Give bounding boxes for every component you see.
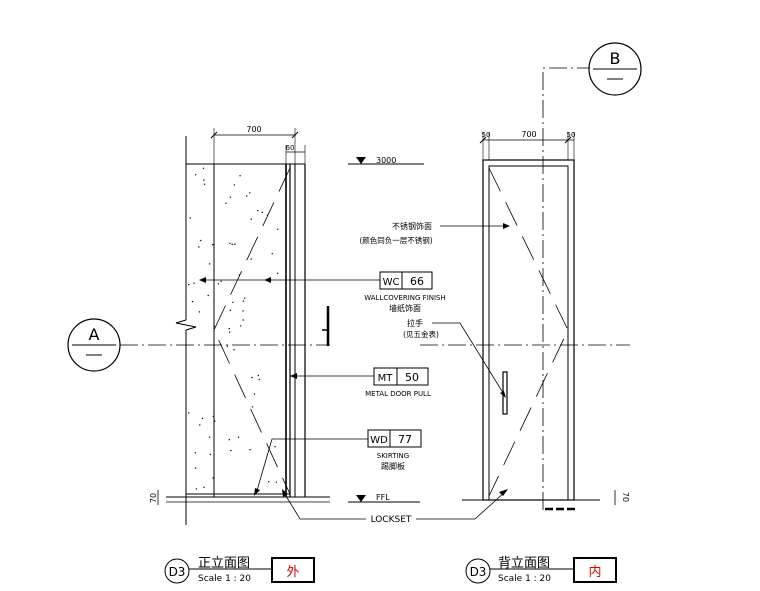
right-scale: Scale 1 : 20 — [498, 574, 551, 584]
wc-code: WC — [383, 277, 400, 288]
right-dim-70-vertical: 70 — [621, 492, 630, 502]
right-stamp: 内 — [588, 564, 601, 580]
stainless-steel-label: 不锈钢饰面 — [392, 221, 432, 231]
section-callout-b-icon — [588, 42, 642, 96]
mt-number: 50 — [405, 371, 419, 384]
right-dim-50-right: 50 — [567, 131, 576, 139]
left-elevation — [67, 128, 630, 525]
right-ref-tag: D3 — [470, 565, 487, 579]
wd-english-label: SKIRTING — [377, 452, 409, 460]
mt-code: MT — [378, 373, 394, 384]
handle-label: 拉手 — [407, 318, 423, 328]
level-3000-label: 3000 — [376, 156, 396, 165]
wd-chinese-label: 踢脚板 — [381, 461, 405, 471]
level-ffl-label: FFL — [376, 493, 390, 502]
left-title-block: D3 正立面图 Scale 1 : 20 外 — [164, 556, 315, 584]
left-scale: Scale 1 : 20 — [198, 574, 251, 584]
handle-sublabel: (见五金表) — [403, 329, 439, 339]
section-callout-a-letter: A — [89, 325, 100, 344]
lockset-label: LOCKSET — [371, 515, 412, 525]
left-dim-60: 60 — [286, 144, 295, 152]
left-title: 正立面图 — [198, 556, 250, 571]
wc-chinese-label: 墙纸饰面 — [389, 303, 421, 313]
left-dim-70-vertical: 70 — [149, 493, 158, 503]
right-elevation — [462, 42, 642, 511]
right-ref-tag-circle-icon — [465, 558, 491, 584]
left-ref-tag-circle-icon — [164, 558, 190, 584]
wc-number: 66 — [410, 275, 424, 288]
level-marker-3000-icon — [356, 157, 366, 164]
section-b-cut-line — [542, 67, 590, 510]
right-dim-50-left: 50 — [482, 131, 491, 139]
wc-english-label: WALLCOVERING FINISH — [364, 294, 446, 302]
mt-english-label: METAL DOOR PULL — [365, 390, 431, 398]
right-title: 背立面图 — [498, 556, 550, 571]
left-ref-tag: D3 — [169, 565, 186, 579]
level-marker-ffl-icon — [356, 495, 366, 502]
wd-number: 77 — [398, 433, 412, 446]
left-dim-700: 700 — [246, 125, 261, 134]
right-door-pull-icon — [502, 371, 508, 415]
right-title-block: D3 背立面图 Scale 1 : 20 内 — [465, 556, 617, 584]
mt-50-tag: MT 50 — [373, 367, 429, 386]
right-door-swing-lines — [488, 167, 569, 497]
stainless-steel-sublabel: (颜色同负一层不锈钢) — [359, 235, 432, 245]
section-callout-b-letter: B — [610, 49, 621, 68]
wd-77-tag: WD 77 — [367, 429, 422, 448]
left-wall-speckle-pattern — [188, 167, 279, 490]
wd-code: WD — [370, 435, 388, 446]
left-door-swing-lines — [213, 167, 291, 495]
wc-66-tag: WC 66 — [379, 271, 433, 290]
right-door-leaf-outline — [488, 165, 569, 500]
right-dim-700: 700 — [521, 130, 536, 139]
right-door-frame-outer — [482, 159, 575, 501]
right-stamp-box — [573, 557, 617, 583]
left-stamp-box — [271, 557, 315, 583]
left-wall-break-symbol — [175, 319, 197, 331]
callout-leaders — [199, 223, 510, 520]
left-stamp: 外 — [286, 565, 299, 580]
